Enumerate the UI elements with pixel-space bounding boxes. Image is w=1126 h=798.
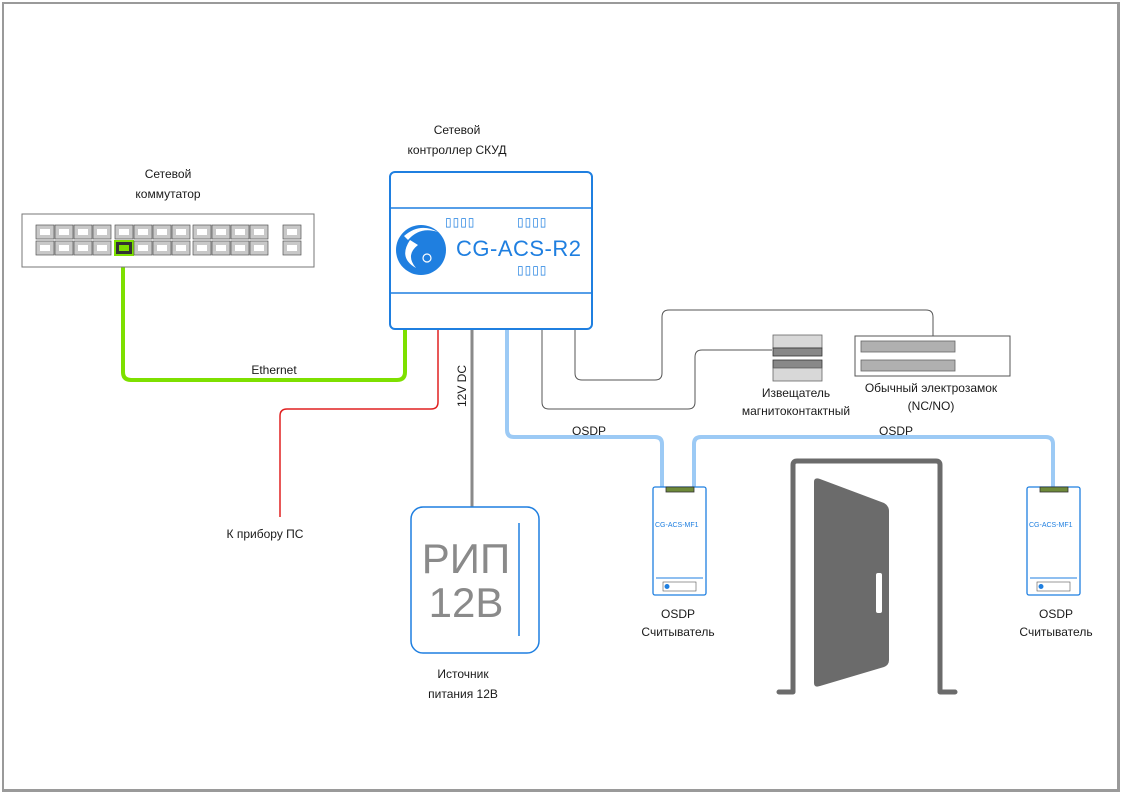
switch-port-socket bbox=[287, 245, 297, 251]
switch-port-socket bbox=[157, 229, 167, 235]
switch-title-line2: коммутатор bbox=[135, 187, 201, 201]
lock-caption-line1: Обычный электрозамок bbox=[864, 381, 998, 395]
switch-port-socket bbox=[119, 229, 129, 235]
switch-port-socket bbox=[59, 245, 69, 251]
reader-1-caption-line2: Считыватель bbox=[641, 625, 715, 639]
sensor-caption-line2: магнитоконтактный bbox=[741, 404, 851, 418]
ethernet-label: Ethernet bbox=[251, 363, 297, 377]
power-supply-caption-line2: питания 12В bbox=[428, 687, 498, 701]
switch-title-line1: Сетевой bbox=[144, 167, 192, 181]
switch-port-socket bbox=[197, 245, 207, 251]
switch-port-socket bbox=[176, 245, 186, 251]
osdp-label-1: OSDP bbox=[571, 424, 607, 438]
lock-cable bbox=[574, 309, 934, 381]
power-supply-face-line2: 12В bbox=[428, 579, 504, 626]
controller-logo-icon bbox=[396, 225, 446, 275]
sensor-cable bbox=[541, 330, 772, 410]
reader-1-caption-line1: OSDP bbox=[660, 607, 696, 621]
osdp-reader-1 bbox=[652, 486, 707, 596]
switch-port-socket bbox=[138, 245, 148, 251]
osdp-cable-1 bbox=[505, 330, 664, 487]
magnetic-sensor-device bbox=[772, 334, 823, 382]
switch-port-socket bbox=[138, 229, 148, 235]
power-supply-device bbox=[410, 506, 540, 654]
controller-indicators-3: ▯▯▯▯ bbox=[517, 263, 548, 277]
reader-1-model: CG-ACS-MF1 bbox=[655, 522, 699, 529]
controller-indicators-2: ▯▯▯▯ bbox=[517, 215, 548, 229]
switch-port-socket bbox=[78, 245, 88, 251]
switch-port-socket bbox=[235, 229, 245, 235]
switch-port-socket bbox=[119, 245, 129, 251]
network-switch bbox=[21, 213, 315, 268]
osdp-reader-2 bbox=[1026, 486, 1081, 596]
switch-port-socket bbox=[176, 229, 186, 235]
controller-model: CG-ACS-R2 bbox=[456, 236, 582, 261]
electric-lock-device bbox=[854, 335, 1011, 377]
osdp-label-2: OSDP bbox=[878, 424, 914, 438]
reader-2-caption-line2: Считыватель bbox=[1019, 625, 1093, 639]
switch-port-socket bbox=[59, 229, 69, 235]
power-supply-face-line1: РИП bbox=[421, 535, 511, 582]
lock-caption-line2: (NC/NO) bbox=[907, 399, 955, 413]
switch-port-socket bbox=[97, 245, 107, 251]
switch-port-socket bbox=[97, 229, 107, 235]
switch-port-socket bbox=[78, 229, 88, 235]
controller-title-line2: контроллер СКУД bbox=[407, 143, 507, 157]
switch-port-socket bbox=[235, 245, 245, 251]
fire-alarm-cable bbox=[279, 330, 439, 517]
power-supply-caption-line1: Источник bbox=[437, 667, 489, 681]
controller-device bbox=[389, 171, 593, 330]
controller-title-line1: Сетевой bbox=[433, 123, 481, 137]
switch-port-socket bbox=[216, 245, 226, 251]
switch-port-socket bbox=[254, 229, 264, 235]
reader-2-caption-line1: OSDP bbox=[1038, 607, 1074, 621]
osdp-cable-2 bbox=[692, 435, 1055, 487]
switch-port-socket bbox=[254, 245, 264, 251]
switch-port-socket bbox=[40, 245, 50, 251]
switch-port-socket bbox=[197, 229, 207, 235]
ethernet-cable bbox=[121, 258, 407, 382]
switch-port-socket bbox=[216, 229, 226, 235]
switch-port-socket bbox=[287, 229, 297, 235]
controller-indicators-1: ▯▯▯▯ bbox=[445, 215, 476, 229]
switch-port-socket bbox=[157, 245, 167, 251]
fire-alarm-label: К прибору ПС bbox=[226, 527, 304, 541]
reader-2-model: CG-ACS-MF1 bbox=[1029, 522, 1073, 529]
switch-port-socket bbox=[40, 229, 50, 235]
open-door-icon bbox=[776, 458, 958, 695]
power-label: 12V DC bbox=[455, 364, 469, 407]
sensor-caption-line1: Извещатель bbox=[761, 386, 831, 400]
